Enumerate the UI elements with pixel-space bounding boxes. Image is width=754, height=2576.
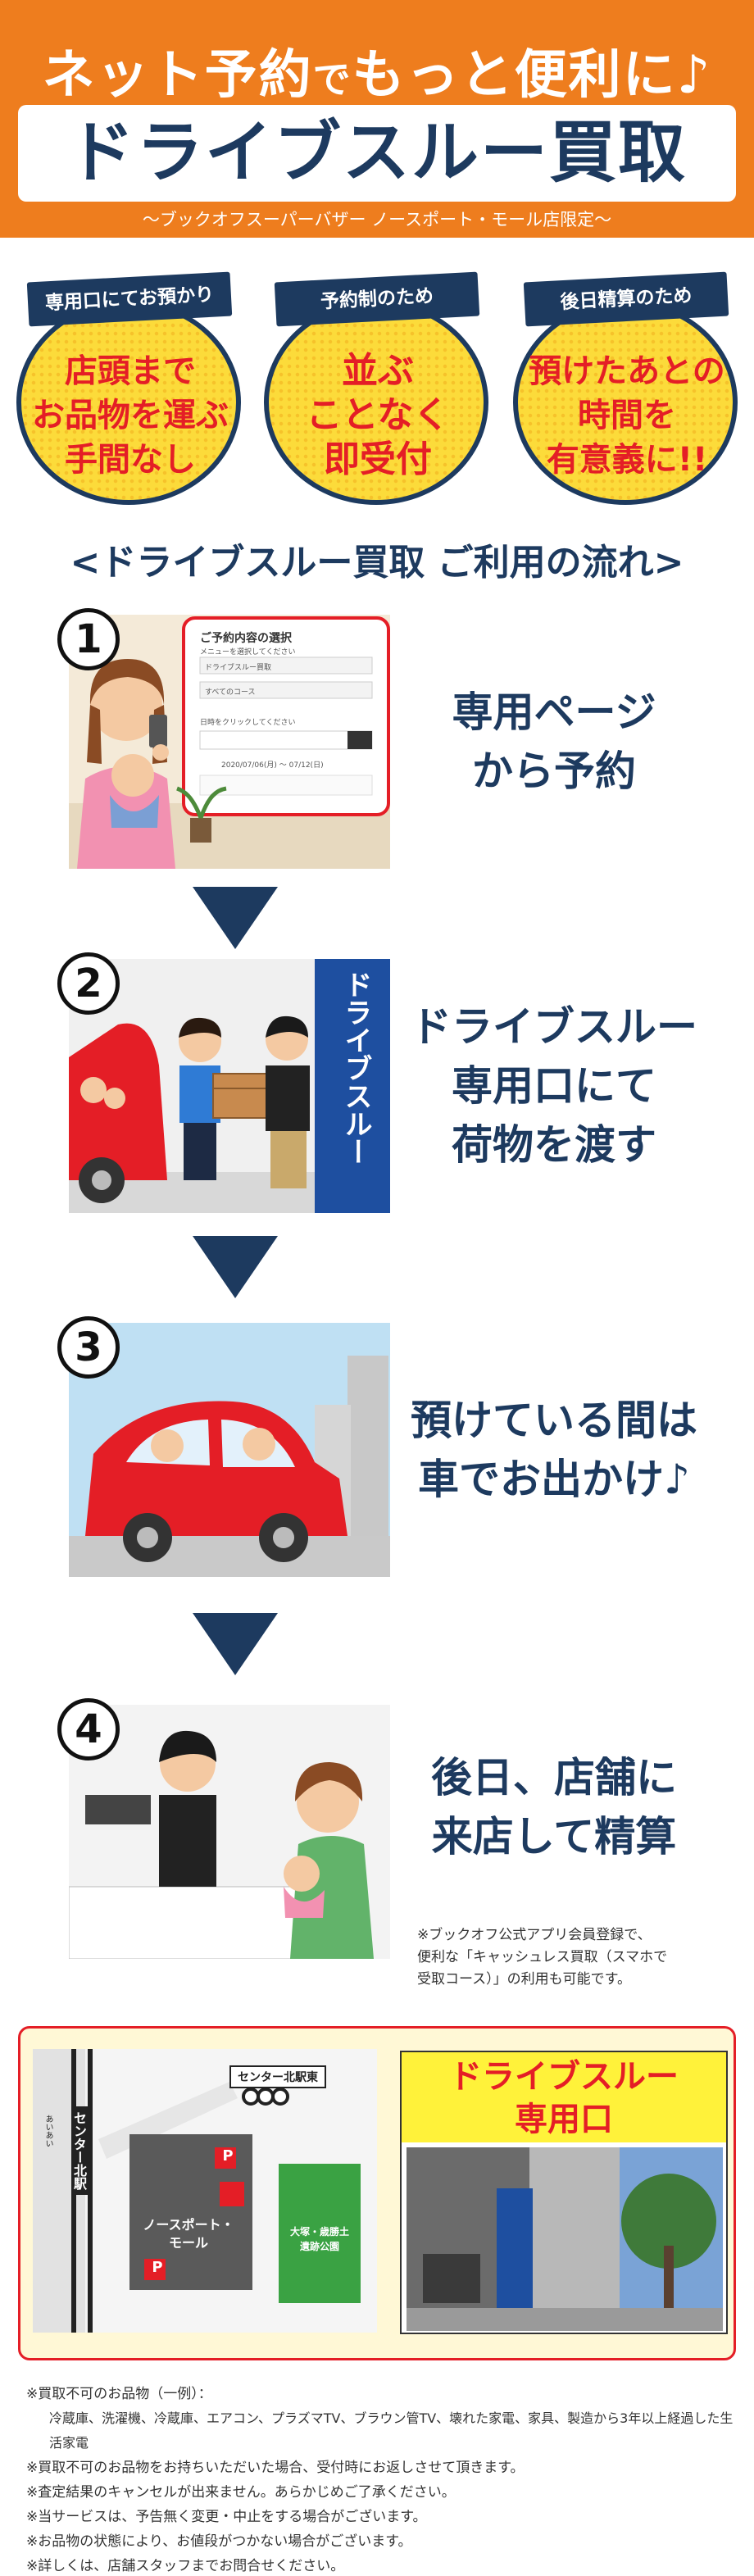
down-arrow-icon [193, 1613, 278, 1675]
station-exit-label: センター北駅東 [229, 2065, 326, 2088]
store-limited-subtitle: 〜ブックオフスーパーバザー ノースポート・モール店限定〜 [142, 210, 612, 229]
step-number: 3 [57, 1316, 120, 1379]
store-settlement-illustration [69, 1705, 390, 1959]
benefit-text: 並ぶ ことなく 即受付 [306, 350, 450, 480]
screen-menu-label: メニューを選択してください [200, 648, 296, 656]
step-number: 1 [57, 608, 120, 670]
page-title: ドライブスルー買取 [66, 114, 687, 192]
family-car-illustration [69, 1323, 390, 1577]
benefit-no-waiting: 並ぶ ことなく 即受付 予約制のため [259, 267, 497, 513]
benefit-text: 預けたあとの 時間を 有意義に!! [529, 352, 725, 479]
note-line: ※査定結果のキャンセルが出来ません。あらかじめご了承ください。 [26, 2484, 456, 2501]
drive-thru-entrance-title: ドライブスルー 専用口 [402, 2052, 726, 2142]
benefit-no-carrying: 店頭まで お品物を運ぶ 手間なし 専用口にてお預かり [11, 267, 249, 513]
benefit-ribbon: 後日精算のため [523, 271, 729, 327]
parking-icon: P [152, 2259, 163, 2276]
drive-thru-sign: ドライブスルー [339, 970, 372, 1165]
cashless-note: ※ブックオフ公式アプリ会員登録で、 便利な「キャッシュレス買取（スマホで 受取コ… [417, 1927, 668, 1988]
station-label: センター北駅 [71, 2106, 89, 2195]
screen-title: ご予約内容の選択 [200, 632, 292, 645]
flow-title: <ドライブスルー買取 ご利用の流れ> [70, 542, 684, 584]
benefit-ribbon: 専用口にてお預かり [26, 271, 233, 327]
outing-illustration [69, 1323, 390, 1577]
benefit-text: 店頭まで お品物を運ぶ 手間なし [32, 352, 229, 479]
benefit-circle [513, 300, 738, 505]
drive-thru-entrance-panel: ドライブスルー 専用口 [400, 2051, 728, 2334]
package-handover-illustration [69, 959, 390, 1213]
parking-icon: P [222, 2147, 234, 2165]
note-line: ※買取不可のお品物をお持ちいただいた場合、受付時にお返しさせて頂きます。 [26, 2460, 525, 2476]
header-catchphrase: ネット予約でもっと便利に♪ [0, 33, 754, 108]
note-line: ※詳しくは、店舗スタッフまでお問合せください。 [26, 2558, 345, 2574]
note-line: ※買取不可のお品物（一例）： [26, 2386, 212, 2402]
entrance-photo-graphic [407, 2147, 723, 2331]
handover-illustration: ドライブスルー [69, 959, 390, 1213]
screen-course-select: すべてのコース [205, 688, 256, 697]
notes-section: ※買取不可のお品物（一例）： 冷蔵庫、洗濯機、冷蔵庫、エアコン、プラズマTV、ブ… [26, 2382, 739, 2576]
step-description: 専用ページ から予約 [452, 688, 656, 795]
step-description: 預けている間は 車でお出かけ♪ [411, 1397, 697, 1503]
road-label: あいあい [43, 2115, 52, 2147]
screen-menu-select: ドライブスルー買取 [205, 664, 272, 672]
counter-settlement-illustration [69, 1705, 390, 1959]
down-arrow-icon [193, 887, 278, 949]
area-map: あいあい センター北駅 センター北駅東 P P ノースポート・ モール 大塚・歳… [33, 2049, 377, 2333]
screen-date-range: 2020/07/06(月) ～ 07/12(日) [221, 761, 324, 770]
down-arrow-icon [193, 1236, 278, 1298]
header-banner: ネット予約でもっと便利に♪ ドライブスルー買取 〜ブックオフスーパーバザー ノー… [0, 0, 754, 238]
park-label: 大塚・歳勝土 遺跡公園 [289, 2226, 349, 2252]
catch-more-convenient: もっと便利に♪ [352, 45, 712, 106]
note-line: 冷蔵庫、洗濯機、冷蔵庫、エアコン、プラズマTV、ブラウン管TV、壊れた家電、家具… [49, 2410, 734, 2451]
benefit-ribbon: 予約制のため [274, 271, 480, 327]
catch-net-reserve: ネット予約 [42, 45, 313, 106]
title-panel: ドライブスルー買取 [18, 105, 736, 202]
woman-with-phone-illustration [69, 615, 390, 869]
screen-calendar-label: 日時をクリックしてください [200, 719, 296, 727]
note-line: ※当サービスは、予告無く変更・中止をする場合がございます。 [26, 2509, 427, 2525]
step-number: 4 [57, 1698, 120, 1760]
step-description: 後日、店舗に 来店して精算 [431, 1754, 677, 1860]
step-description: ドライブスルー 専用口にて 荷物を渡す [411, 1003, 697, 1169]
note-line: ※お品物の状態により、お値段がつかない場合がございます。 [26, 2533, 412, 2550]
benefit-use-time: 預けたあとの 時間を 有意義に!! 後日精算のため [508, 267, 746, 513]
reserve-illustration: ご予約内容の選択 メニューを選択してください ドライブスルー買取 すべてのコース… [69, 615, 390, 869]
benefit-circle [16, 300, 241, 505]
mall-label: ノースポート・ モール [143, 2217, 234, 2251]
step-number: 2 [57, 952, 120, 1015]
entrance-photo [407, 2147, 723, 2331]
catch-de: で [312, 57, 352, 102]
